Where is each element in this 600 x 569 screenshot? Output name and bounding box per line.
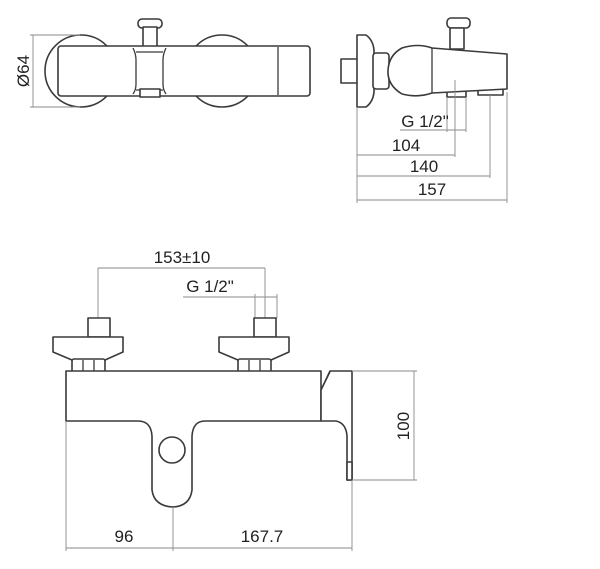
right-inlet: [218, 317, 290, 374]
diverter-stem: [142, 26, 158, 48]
inlet-stem: [87, 317, 111, 338]
connector-nut: [372, 52, 390, 90]
dim-157-label: 157: [418, 180, 446, 199]
mixer-body: [57, 45, 311, 97]
centers-label: 153±10: [154, 248, 211, 267]
front-view: 153±10 G 1/2" 100 96 167.7: [52, 248, 417, 551]
inlet-stem: [253, 317, 277, 338]
dim-140-label: 140: [410, 157, 438, 176]
side-view: G 1/2" 104 140 157: [340, 17, 508, 203]
left-inlet: [52, 317, 124, 374]
wall-flange: [356, 34, 375, 108]
diameter-label: Ø64: [14, 55, 33, 87]
diverter-stem-side: [449, 27, 465, 50]
outlet-nut: [139, 88, 161, 98]
inlet-flange: [218, 336, 290, 361]
lever-hub: [158, 436, 186, 464]
spout-edge: [320, 371, 331, 391]
middle-section: [132, 47, 167, 95]
front-thread-label: G 1/2": [186, 277, 234, 296]
side-thread-label: G 1/2": [401, 112, 449, 131]
spout-body: [387, 44, 508, 97]
inlet-flange: [52, 336, 124, 361]
spout-plate: [320, 370, 353, 481]
height-label: 100: [394, 412, 413, 440]
diverter-knob-side: [446, 17, 471, 29]
inlet-pipe: [340, 58, 359, 84]
top-view: Ø64: [14, 18, 311, 108]
dim-104-label: 104: [392, 136, 420, 155]
dim-96-label: 96: [115, 527, 134, 546]
dim-167-label: 167.7: [241, 527, 284, 546]
spout-tip: [346, 461, 353, 481]
mixer-body-front: [65, 370, 322, 508]
